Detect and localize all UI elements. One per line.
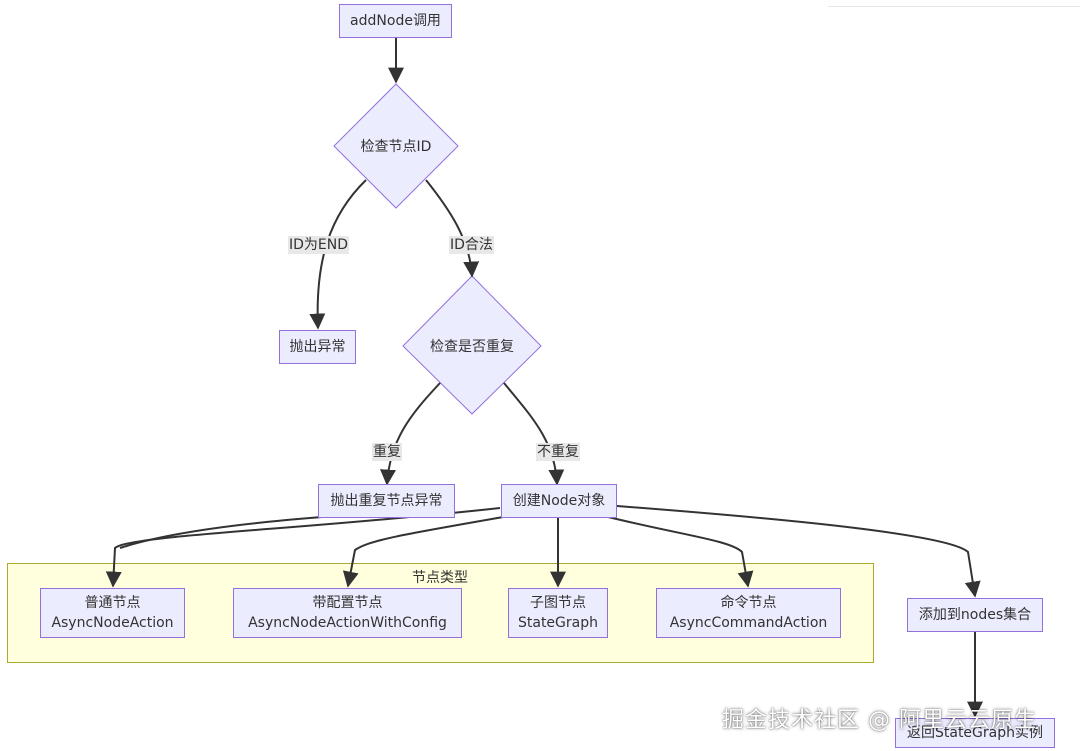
edge-check-to-dup — [425, 179, 480, 278]
edge-label-dup: 重复 — [372, 443, 402, 461]
type-node-command: 命令节点 AsyncCommandAction — [656, 588, 841, 638]
edge-dup-to-create — [503, 382, 565, 486]
check-id-label: 检查节点ID — [360, 139, 432, 155]
watermark: 掘金技术社区 @ 阿里云云原生 — [722, 708, 1037, 733]
top-right-divider — [828, 0, 1080, 7]
type-node-subgraph-line2: StateGraph — [517, 615, 598, 631]
cluster-title: 节点类型 — [412, 570, 468, 586]
edge-label-id-valid: ID合法 — [449, 236, 494, 254]
type-node-subgraph: 子图节点 StateGraph — [508, 588, 608, 638]
edge-create-to-type2 — [342, 514, 516, 588]
type-node-config: 带配置节点 AsyncNodeActionWithConfig — [233, 588, 462, 638]
throw-error-label: 抛出异常 — [289, 339, 346, 355]
check-dup-diamond — [402, 275, 542, 415]
return-graph-label: 返回StateGraph实例 — [906, 725, 1043, 741]
create-node-label: 创建Node对象 — [512, 493, 606, 509]
type-node-config-line1: 带配置节点 — [312, 595, 383, 611]
type-node-normal-line1: 普通节点 — [84, 595, 141, 611]
add-node-call: addNode调用 — [339, 4, 452, 38]
create-node-object: 创建Node对象 — [501, 484, 617, 518]
throw-error-node: 抛出异常 — [279, 330, 356, 364]
check-id-diamond — [333, 83, 459, 209]
add-to-nodes-node: 添加到nodes集合 — [907, 598, 1043, 632]
type-node-normal-line2: AsyncNodeAction — [51, 615, 174, 631]
add-to-nodes-label: 添加到nodes集合 — [918, 607, 1032, 623]
edge-create-to-add — [616, 505, 981, 598]
edge-create-to-type1 — [105, 507, 501, 588]
throw-dup-label: 抛出重复节点异常 — [330, 493, 443, 509]
type-node-command-line2: AsyncCommandAction — [669, 615, 828, 631]
return-graph-node: 返回StateGraph实例 — [895, 718, 1055, 748]
type-node-normal: 普通节点 AsyncNodeAction — [40, 588, 185, 638]
type-node-subgraph-line1: 子图节点 — [530, 595, 586, 611]
edge-label-id-end: ID为END — [288, 236, 350, 254]
throw-dup-node: 抛出重复节点异常 — [318, 484, 455, 518]
type-node-config-line2: AsyncNodeActionWithConfig — [248, 615, 447, 631]
edge-check-to-error — [309, 179, 367, 330]
edge-label-not-dup: 不重复 — [536, 443, 580, 461]
edge-dup-to-throw — [380, 382, 441, 486]
add-node-label: addNode调用 — [350, 13, 441, 29]
type-node-command-line1: 命令节点 — [720, 595, 777, 611]
check-dup-label: 检查是否重复 — [430, 339, 514, 355]
edge-create-to-type4 — [599, 514, 754, 588]
